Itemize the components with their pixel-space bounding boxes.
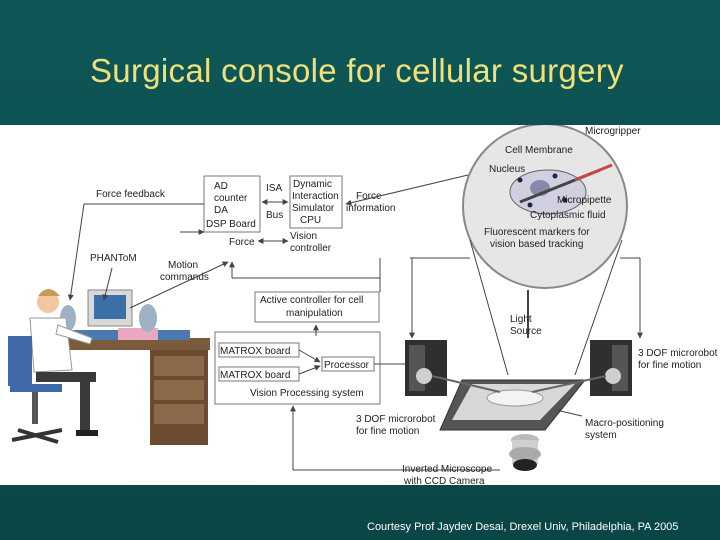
operator-illustration	[8, 289, 210, 445]
markers-label-2: vision based tracking	[490, 239, 583, 250]
dsp-board-label: DSP Board	[206, 219, 256, 230]
dof-left-label-2: for fine motion	[356, 426, 419, 437]
vision-processing-box: MATROX board MATROX board Processor Visi…	[214, 331, 381, 405]
microscope-label-1: Inverted Microscope	[402, 464, 492, 475]
force-label: Force	[229, 237, 255, 248]
cell-detail-inset: Microgripper Cell Membrane Nucleus Micro…	[462, 123, 641, 289]
force-info-label-2: information	[346, 203, 395, 214]
dof-right-label-2: for fine motion	[638, 360, 701, 371]
dsp-board-box: AD counter DA DSP Board	[203, 175, 261, 233]
cell-membrane-label: Cell Membrane	[505, 145, 573, 156]
bus-label: Bus	[266, 210, 283, 221]
dof-right-label-1: 3 DOF microrobot	[638, 348, 718, 359]
phantom-label: PHANToM	[90, 253, 137, 264]
light-label-2: Source	[510, 326, 542, 337]
dyn-label-2: Interaction	[292, 191, 339, 202]
microgripper-label: Microgripper	[585, 126, 641, 137]
credit-line: Courtesy Prof Jaydev Desai, Drexel Univ,…	[367, 521, 679, 533]
macro-label-2: system	[585, 430, 617, 441]
isa-label: ISA	[266, 183, 282, 194]
dyn-label-1: Dynamic	[293, 179, 332, 190]
dyn-label-3: Simulator	[292, 203, 335, 214]
diagram-panel: AD counter DA DSP Board ISA Bus Dynamic …	[0, 123, 720, 487]
cpu-label: CPU	[300, 215, 321, 226]
force-info-label-1: Force	[356, 191, 382, 202]
motion-label-1: Motion	[168, 260, 198, 271]
microscope-label-2: with CCD Camera	[403, 476, 485, 485]
vision-label-1: Vision	[290, 231, 317, 242]
dsp-counter-label: counter	[214, 193, 248, 204]
dsp-da-label: DA	[214, 205, 228, 216]
markers-label-1: Fluorescent markers for	[484, 227, 590, 238]
dynamic-interaction-box: Dynamic Interaction Simulator CPU	[289, 175, 343, 229]
vision-label-2: controller	[290, 243, 332, 254]
vps-label: Vision Processing system	[250, 388, 364, 399]
slide-title: Surgical console for cellular surgery	[90, 52, 624, 89]
active-controller-box: Active controller for cell manipulation	[254, 291, 380, 323]
matrox-label-1: MATROX board	[220, 346, 290, 357]
surgical-console-diagram: AD counter DA DSP Board ISA Bus Dynamic …	[8, 123, 718, 487]
matrox-label-2: MATROX board	[220, 370, 290, 381]
active-label-2: manipulation	[286, 308, 343, 319]
microscope-hardware: Light Source	[405, 257, 643, 471]
active-label-1: Active controller for cell	[260, 295, 363, 306]
cytoplasmic-label: Cytoplasmic fluid	[530, 210, 606, 221]
dsp-ad-label: AD	[214, 181, 228, 192]
nucleus-label: Nucleus	[489, 164, 525, 175]
dof-left-label-1: 3 DOF microrobot	[356, 414, 436, 425]
micropipette-label: Micropipette	[557, 195, 612, 206]
macro-label-1: Macro-positioning	[585, 418, 664, 429]
light-label-1: Light	[510, 314, 532, 325]
force-feedback-label: Force feedback	[96, 189, 166, 200]
motion-label-2: commands	[160, 272, 209, 283]
processor-label: Processor	[324, 360, 370, 371]
